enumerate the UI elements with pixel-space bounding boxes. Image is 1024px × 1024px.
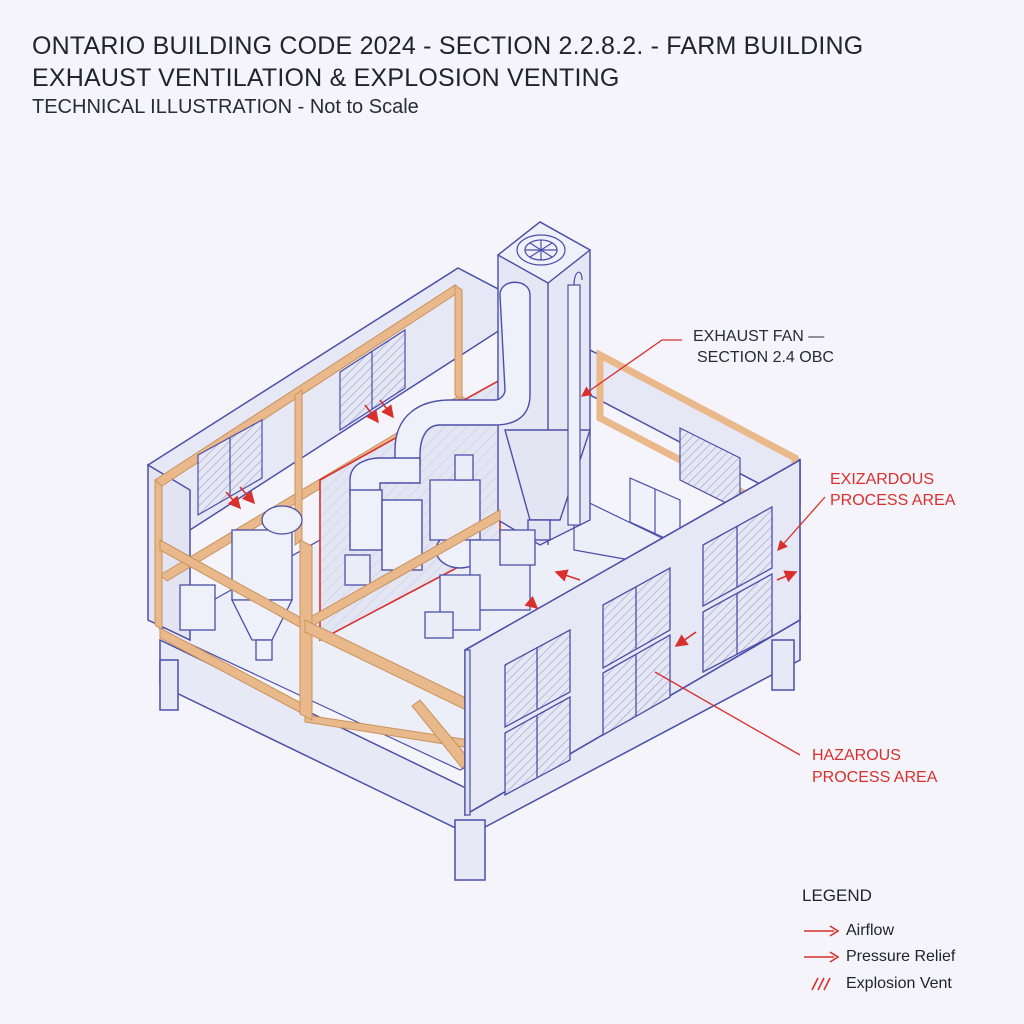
back-wall-windows (197, 328, 406, 517)
callout-exizardous-line1: EXIZARDOUS (830, 471, 934, 488)
callout-hazarous: HAZAROUS PROCESS AREA (812, 747, 938, 786)
legend-title: LEGEND (802, 886, 872, 905)
explosion-vent-panels (504, 505, 773, 797)
callout-hazarous-line1: HAZAROUS (812, 747, 901, 764)
legend-item-airflow: Airflow (802, 922, 894, 940)
vertical-pipe (567, 271, 631, 561)
callout-exhaust-fan-line2: SECTION 2.4 OBC (697, 349, 834, 366)
legend-label-airflow: Airflow (846, 922, 895, 939)
airflow-arrows (225, 399, 798, 647)
legend-label-pressure-relief: Pressure Relief (846, 948, 956, 965)
title-line-2: EXHAUST VENTILATION & EXPLOSION VENTING (32, 64, 620, 92)
back-right-wall (589, 348, 801, 546)
callout-exhaust-fan: EXHAUST FAN — SECTION 2.4 OBC (693, 328, 834, 366)
airflow-arrow-icon (802, 924, 846, 938)
diagram-title: ONTARIO BUILDING CODE 2024 - SECTION 2.2… (32, 30, 863, 94)
callout-exhaust-fan-line1: EXHAUST FAN — (693, 328, 824, 345)
legend-label-explosion-vent: Explosion Vent (846, 975, 952, 992)
callout-leaders (580, 339, 826, 756)
legend-item-explosion-vent: Explosion Vent (802, 975, 952, 993)
diagram-subtitle: TECHNICAL ILLUSTRATION - Not to Scale (32, 96, 419, 118)
timber-frame-front (159, 509, 501, 769)
callout-exizardous: EXIZARDOUS PROCESS AREA (830, 471, 956, 509)
callout-exizardous-line2: PROCESS AREA (830, 492, 956, 509)
callout-hazarous-line2: PROCESS AREA (812, 769, 938, 786)
title-line-1: ONTARIO BUILDING CODE 2024 - SECTION 2.2… (32, 32, 864, 60)
legend-item-pressure-relief: Pressure Relief (802, 948, 955, 966)
exhaust-fan-icon (516, 234, 566, 266)
explosion-vent-hatch-icon (802, 976, 846, 992)
pressure-relief-arrow-icon (802, 950, 846, 964)
